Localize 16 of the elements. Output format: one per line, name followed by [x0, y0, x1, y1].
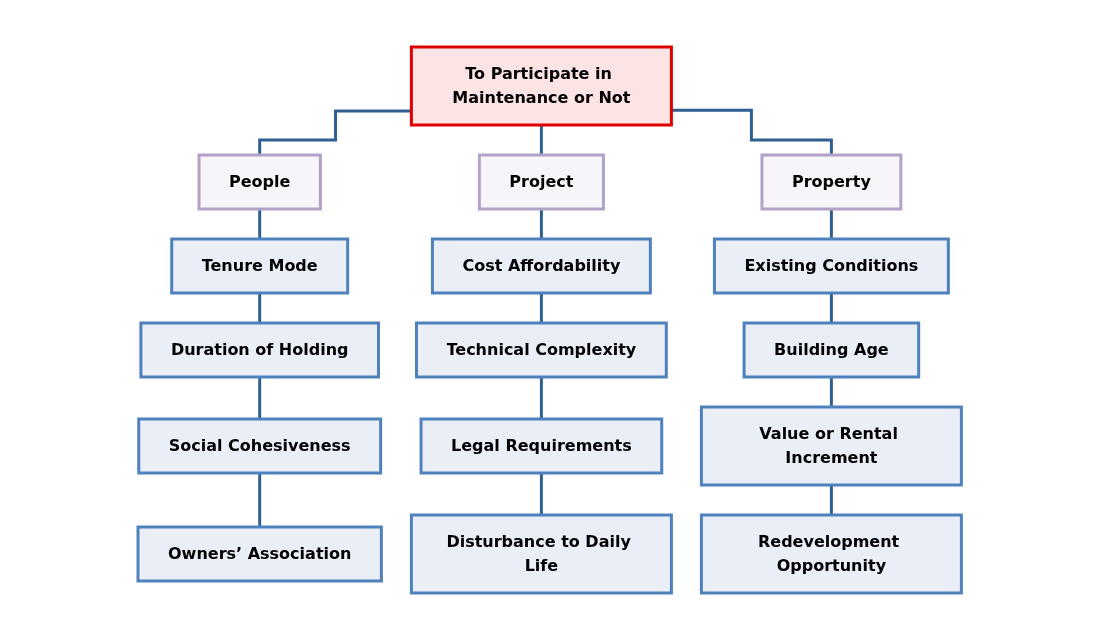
node-box: Owners’ Association [136, 525, 383, 583]
node-box: Duration of Holding [139, 321, 380, 379]
node-box: To Participate in Maintenance or Not [409, 45, 673, 127]
node-box: Disturbance to Daily Life [409, 513, 673, 595]
node-box: Project [477, 153, 605, 211]
node-box: Existing Conditions [712, 237, 950, 295]
node-box: Cost Affordability [430, 237, 652, 295]
node-box: Technical Complexity [414, 321, 668, 379]
node-box: Tenure Mode [170, 237, 349, 295]
node-box: Value or Rental Increment [699, 405, 963, 487]
node-box: Building Age [742, 321, 920, 379]
node-box: Redevelopment Opportunity [699, 513, 963, 595]
node-box: Social Cohesiveness [137, 417, 382, 475]
node-box: People [197, 153, 322, 211]
node-box: Property [760, 153, 903, 211]
node-box: Legal Requirements [419, 417, 664, 475]
